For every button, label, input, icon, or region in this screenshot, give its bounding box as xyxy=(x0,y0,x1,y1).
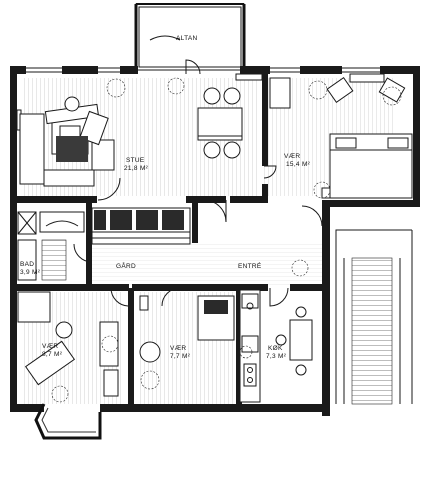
room-labels: ALTAN STUE 21,8 M² VÆR 15,4 M² BAD 3,9 M… xyxy=(20,35,311,360)
room-label-gard: GÅRD xyxy=(116,261,136,270)
bathroom-fixtures xyxy=(17,211,85,281)
room-area-stue: 21,8 M² xyxy=(124,165,149,172)
kitchen-fixtures xyxy=(239,289,313,403)
room-area-bad: 3,9 M² xyxy=(20,269,41,276)
exterior-walls xyxy=(10,66,420,440)
room-label-bad: BAD xyxy=(20,261,34,268)
room-area-vaer-small: 8,7 M² xyxy=(42,351,63,358)
room-area-vaer-large: 15,4 M² xyxy=(286,161,311,168)
room-label-altan: ALTAN xyxy=(176,35,198,42)
room-area-kok: 7,3 M² xyxy=(266,353,287,360)
room-label-vaer-small: VÆR xyxy=(42,343,58,350)
doors xyxy=(73,59,323,307)
room-label-kok: KØK xyxy=(268,345,283,352)
room-area-vaer-mid: 7,7 M² xyxy=(170,353,191,360)
room-label-stue: STUE xyxy=(126,157,145,164)
room-label-vaer-mid: VÆR xyxy=(170,345,186,352)
closet-row xyxy=(91,207,191,245)
living-room-furniture xyxy=(19,73,263,187)
bedroom-mid-furniture xyxy=(139,295,235,363)
bedroom-small-furniture xyxy=(17,291,119,397)
interior-walls xyxy=(17,74,324,408)
room-label-entre: ENTRÉ xyxy=(238,261,262,270)
room-label-vaer-large: VÆR xyxy=(284,153,300,160)
bedroom-furniture xyxy=(269,73,413,199)
plants xyxy=(51,77,402,403)
balcony xyxy=(134,3,246,71)
stairwell xyxy=(335,229,413,405)
